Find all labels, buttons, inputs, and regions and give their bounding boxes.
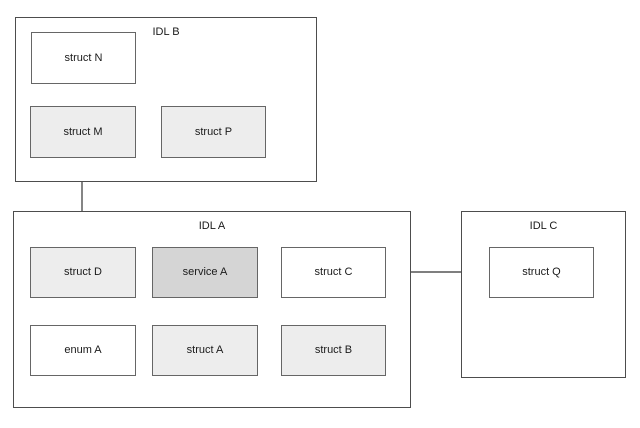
node-label-struct-a: struct A [186, 344, 224, 356]
container-idl-a[interactable] [13, 211, 411, 408]
node-label-struct-m: struct M [63, 125, 103, 138]
container-label-idl-b: IDL B [152, 26, 180, 38]
node-label-enum-a: enum A [64, 344, 102, 356]
container-label-idl-a: IDL A [198, 220, 226, 232]
node-label-struct-n: struct N [64, 51, 103, 64]
container-label-idl-c: IDL C [529, 220, 558, 232]
node-struct-n[interactable]: struct N [31, 32, 136, 84]
node-struct-c[interactable]: struct C [281, 247, 386, 298]
node-struct-a[interactable]: struct A [152, 325, 258, 376]
node-struct-q[interactable]: struct Q [489, 247, 594, 298]
node-label-struct-p: struct P [194, 125, 233, 138]
node-label-struct-c: struct C [314, 266, 353, 278]
node-service-a[interactable]: service A [152, 247, 258, 298]
node-enum-a[interactable]: enum A [30, 325, 136, 376]
node-struct-d[interactable]: struct D [30, 247, 136, 298]
node-label-struct-q: struct Q [522, 266, 561, 278]
node-label-struct-d: struct D [64, 266, 102, 278]
node-label-struct-b: struct B [314, 344, 353, 356]
node-label-service-a: service A [182, 266, 228, 278]
node-struct-m[interactable]: struct M [30, 106, 136, 158]
node-struct-p[interactable]: struct P [161, 106, 266, 158]
node-struct-b[interactable]: struct B [281, 325, 386, 376]
